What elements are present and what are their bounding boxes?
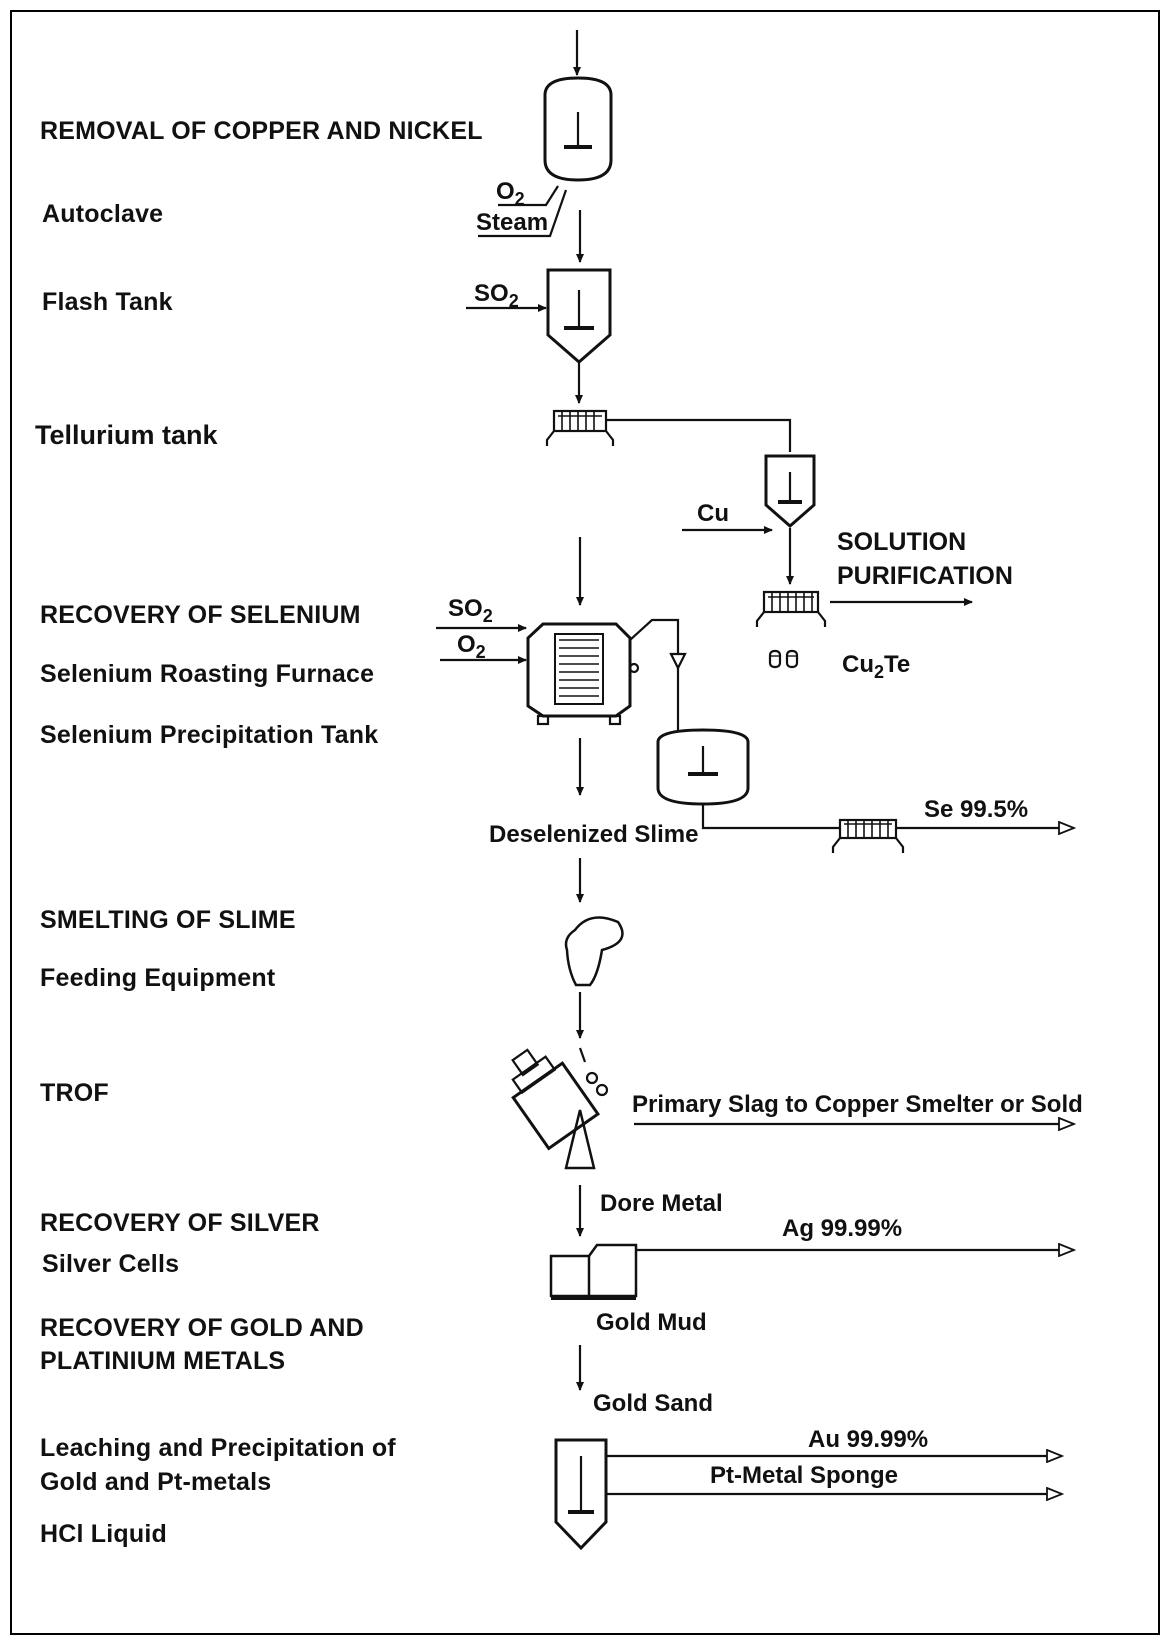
cu-precipitation-vessel (764, 454, 816, 528)
se-purity-label: Se 99.5% (924, 796, 1028, 823)
so2-label: SO2 (474, 280, 519, 311)
stage-recovery-selenium: RECOVERY OF SELENIUM (40, 601, 361, 629)
so2-furnace-label: SO2 (448, 595, 493, 626)
stage-tellurium-tank: Tellurium tank (35, 420, 218, 450)
gold-mud-label: Gold Mud (596, 1309, 707, 1336)
o2-inlet-line (498, 185, 559, 207)
stage-selenium-precipitation-tank: Selenium Precipitation Tank (40, 721, 379, 749)
stage-leaching-line2: Gold and Pt-metals (40, 1468, 272, 1496)
flash-tank-vessel (546, 268, 612, 364)
gold-sand-label: Gold Sand (593, 1390, 713, 1417)
gas-check-valve (669, 652, 687, 671)
cu2te-filter (755, 590, 827, 627)
stage-selenium-roasting-furnace: Selenium Roasting Furnace (40, 660, 375, 688)
dore-metal-label: Dore Metal (600, 1190, 723, 1217)
stage-removal-copper-nickel: REMOVAL OF COPPER AND NICKEL (40, 117, 483, 145)
leaching-vessel (554, 1438, 608, 1551)
selenium-precipitation-vessel (656, 728, 750, 806)
furnace-gas-line (629, 618, 680, 654)
stage-silver-cells: Silver Cells (42, 1250, 180, 1278)
stage-smelting-of-slime: SMELTING OF SLIME (40, 906, 296, 934)
primary-slag-label: Primary Slag to Copper Smelter or Sold (632, 1091, 1083, 1118)
steam-inlet-line (478, 189, 568, 238)
feeding-equipment-icon (564, 916, 624, 987)
cu-label: Cu (697, 500, 729, 527)
cu2te-label: Cu2Te (842, 651, 910, 682)
selenium-roasting-furnace (526, 622, 640, 726)
solution-label-line1: SOLUTION (837, 528, 966, 556)
diagram-frame (10, 10, 1160, 1635)
stage-recovery-silver: RECOVERY OF SILVER (40, 1209, 320, 1237)
cu2te-product-icon (768, 649, 799, 669)
stage-hcl-liquid: HCl Liquid (40, 1520, 167, 1548)
stage-feeding-equipment: Feeding Equipment (40, 964, 276, 992)
ag-purity-label: Ag 99.99% (782, 1215, 902, 1242)
tellurium-filter (545, 409, 615, 446)
o2-label: O2 (496, 178, 525, 209)
stage-trof: TROF (40, 1079, 109, 1107)
stage-autoclave: Autoclave (42, 200, 164, 228)
steam-label: Steam (476, 209, 548, 236)
selenium-filter (831, 818, 905, 853)
stage-leaching-line1: Leaching and Precipitation of (40, 1434, 396, 1462)
deselenized-slime-label: Deselenized Slime (489, 821, 698, 848)
o2-furnace-label: O2 (457, 631, 486, 662)
stage-recovery-gold-line2: PLATINIUM METALS (40, 1347, 286, 1375)
solution-label-line2: PURIFICATION (837, 562, 1013, 590)
trof-converter (511, 1047, 609, 1170)
silver-cells-icon (549, 1243, 638, 1300)
precip-to-se-filter-line (701, 804, 840, 830)
autoclave-vessel (543, 76, 613, 182)
stage-recovery-gold-line1: RECOVERY OF GOLD AND (40, 1314, 364, 1342)
pt-sponge-label: Pt-Metal Sponge (710, 1462, 898, 1489)
stage-flash-tank: Flash Tank (42, 288, 173, 316)
au-purity-label: Au 99.99% (808, 1426, 928, 1453)
tellurium-to-cu-tank-line (606, 418, 792, 452)
